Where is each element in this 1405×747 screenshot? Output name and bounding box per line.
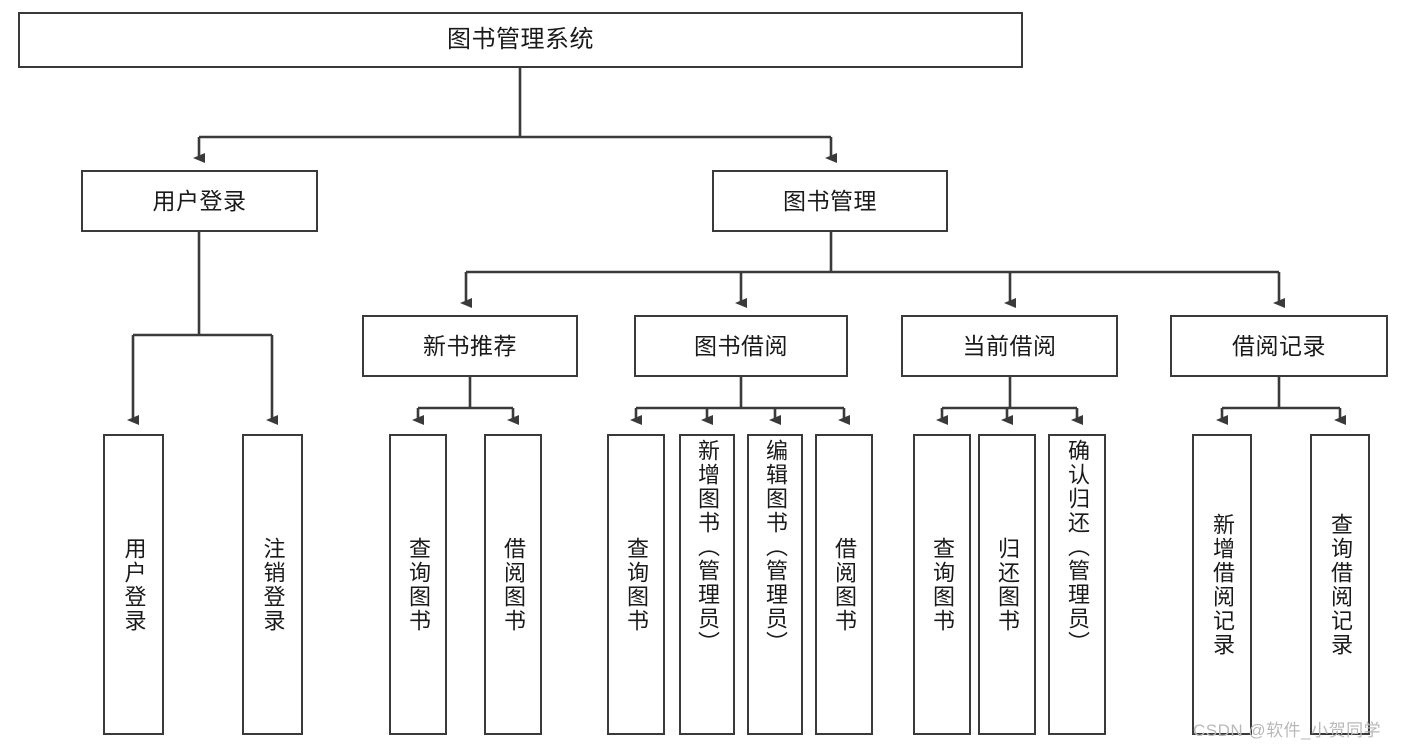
node-current-borrow[interactable]: 当前借阅 xyxy=(901,315,1118,377)
node-label: 查询图书 xyxy=(406,536,431,633)
node-label: 新书推荐 xyxy=(423,332,517,359)
node-label: 图书借阅 xyxy=(694,332,788,359)
node-book-management[interactable]: 图书管理 xyxy=(712,170,948,232)
node-label: 归还图书 xyxy=(995,536,1020,633)
node-label: 图书管理 xyxy=(783,187,877,214)
node-label: 用户登录 xyxy=(121,536,147,633)
leaf-borrow-book[interactable]: 借阅图书 xyxy=(815,434,873,735)
leaf-query-book-borrow[interactable]: 查询图书 xyxy=(607,434,665,735)
leaf-add-borrow-record[interactable]: 新增借阅记录 xyxy=(1192,434,1252,735)
leaf-borrow-book-new[interactable]: 借阅图书 xyxy=(484,434,542,735)
leaf-return-book[interactable]: 归还图书 xyxy=(978,434,1036,735)
leaf-edit-book-admin[interactable]: 编辑图书（管理员） xyxy=(747,434,803,735)
leaf-query-book-current[interactable]: 查询图书 xyxy=(913,434,971,735)
node-label: 新增借阅记录 xyxy=(1210,512,1235,657)
node-borrow-record[interactable]: 借阅记录 xyxy=(1170,315,1388,377)
node-label: 当前借阅 xyxy=(962,332,1057,359)
node-label: 注销登录 xyxy=(260,536,286,633)
node-label: 借阅图书 xyxy=(501,536,526,633)
node-label: 查询图书 xyxy=(624,536,649,633)
node-label: 图书管理系统 xyxy=(447,26,594,54)
node-new-book-recommend[interactable]: 新书推荐 xyxy=(362,315,578,377)
node-label: 用户登录 xyxy=(152,187,247,214)
node-book-borrow[interactable]: 图书借阅 xyxy=(634,315,848,377)
node-label: 查询图书 xyxy=(930,536,955,633)
leaf-add-book-admin[interactable]: 新增图书（管理员） xyxy=(679,434,735,735)
leaf-query-borrow-record[interactable]: 查询借阅记录 xyxy=(1310,434,1370,735)
leaf-user-login[interactable]: 用户登录 xyxy=(103,434,164,735)
node-user-login[interactable]: 用户登录 xyxy=(81,170,318,232)
node-label: 新增图书（管理员） xyxy=(695,439,720,655)
leaf-confirm-return-admin[interactable]: 确认归还（管理员） xyxy=(1048,434,1106,735)
leaf-user-logout[interactable]: 注销登录 xyxy=(242,434,303,735)
node-label: 确认归还（管理员） xyxy=(1065,439,1090,655)
node-root-system[interactable]: 图书管理系统 xyxy=(18,12,1023,68)
node-label: 编辑图书（管理员） xyxy=(763,439,788,655)
leaf-query-book-new[interactable]: 查询图书 xyxy=(389,434,447,735)
node-label: 借阅记录 xyxy=(1232,332,1326,359)
node-label: 借阅图书 xyxy=(832,536,857,633)
node-label: 查询借阅记录 xyxy=(1328,512,1353,657)
